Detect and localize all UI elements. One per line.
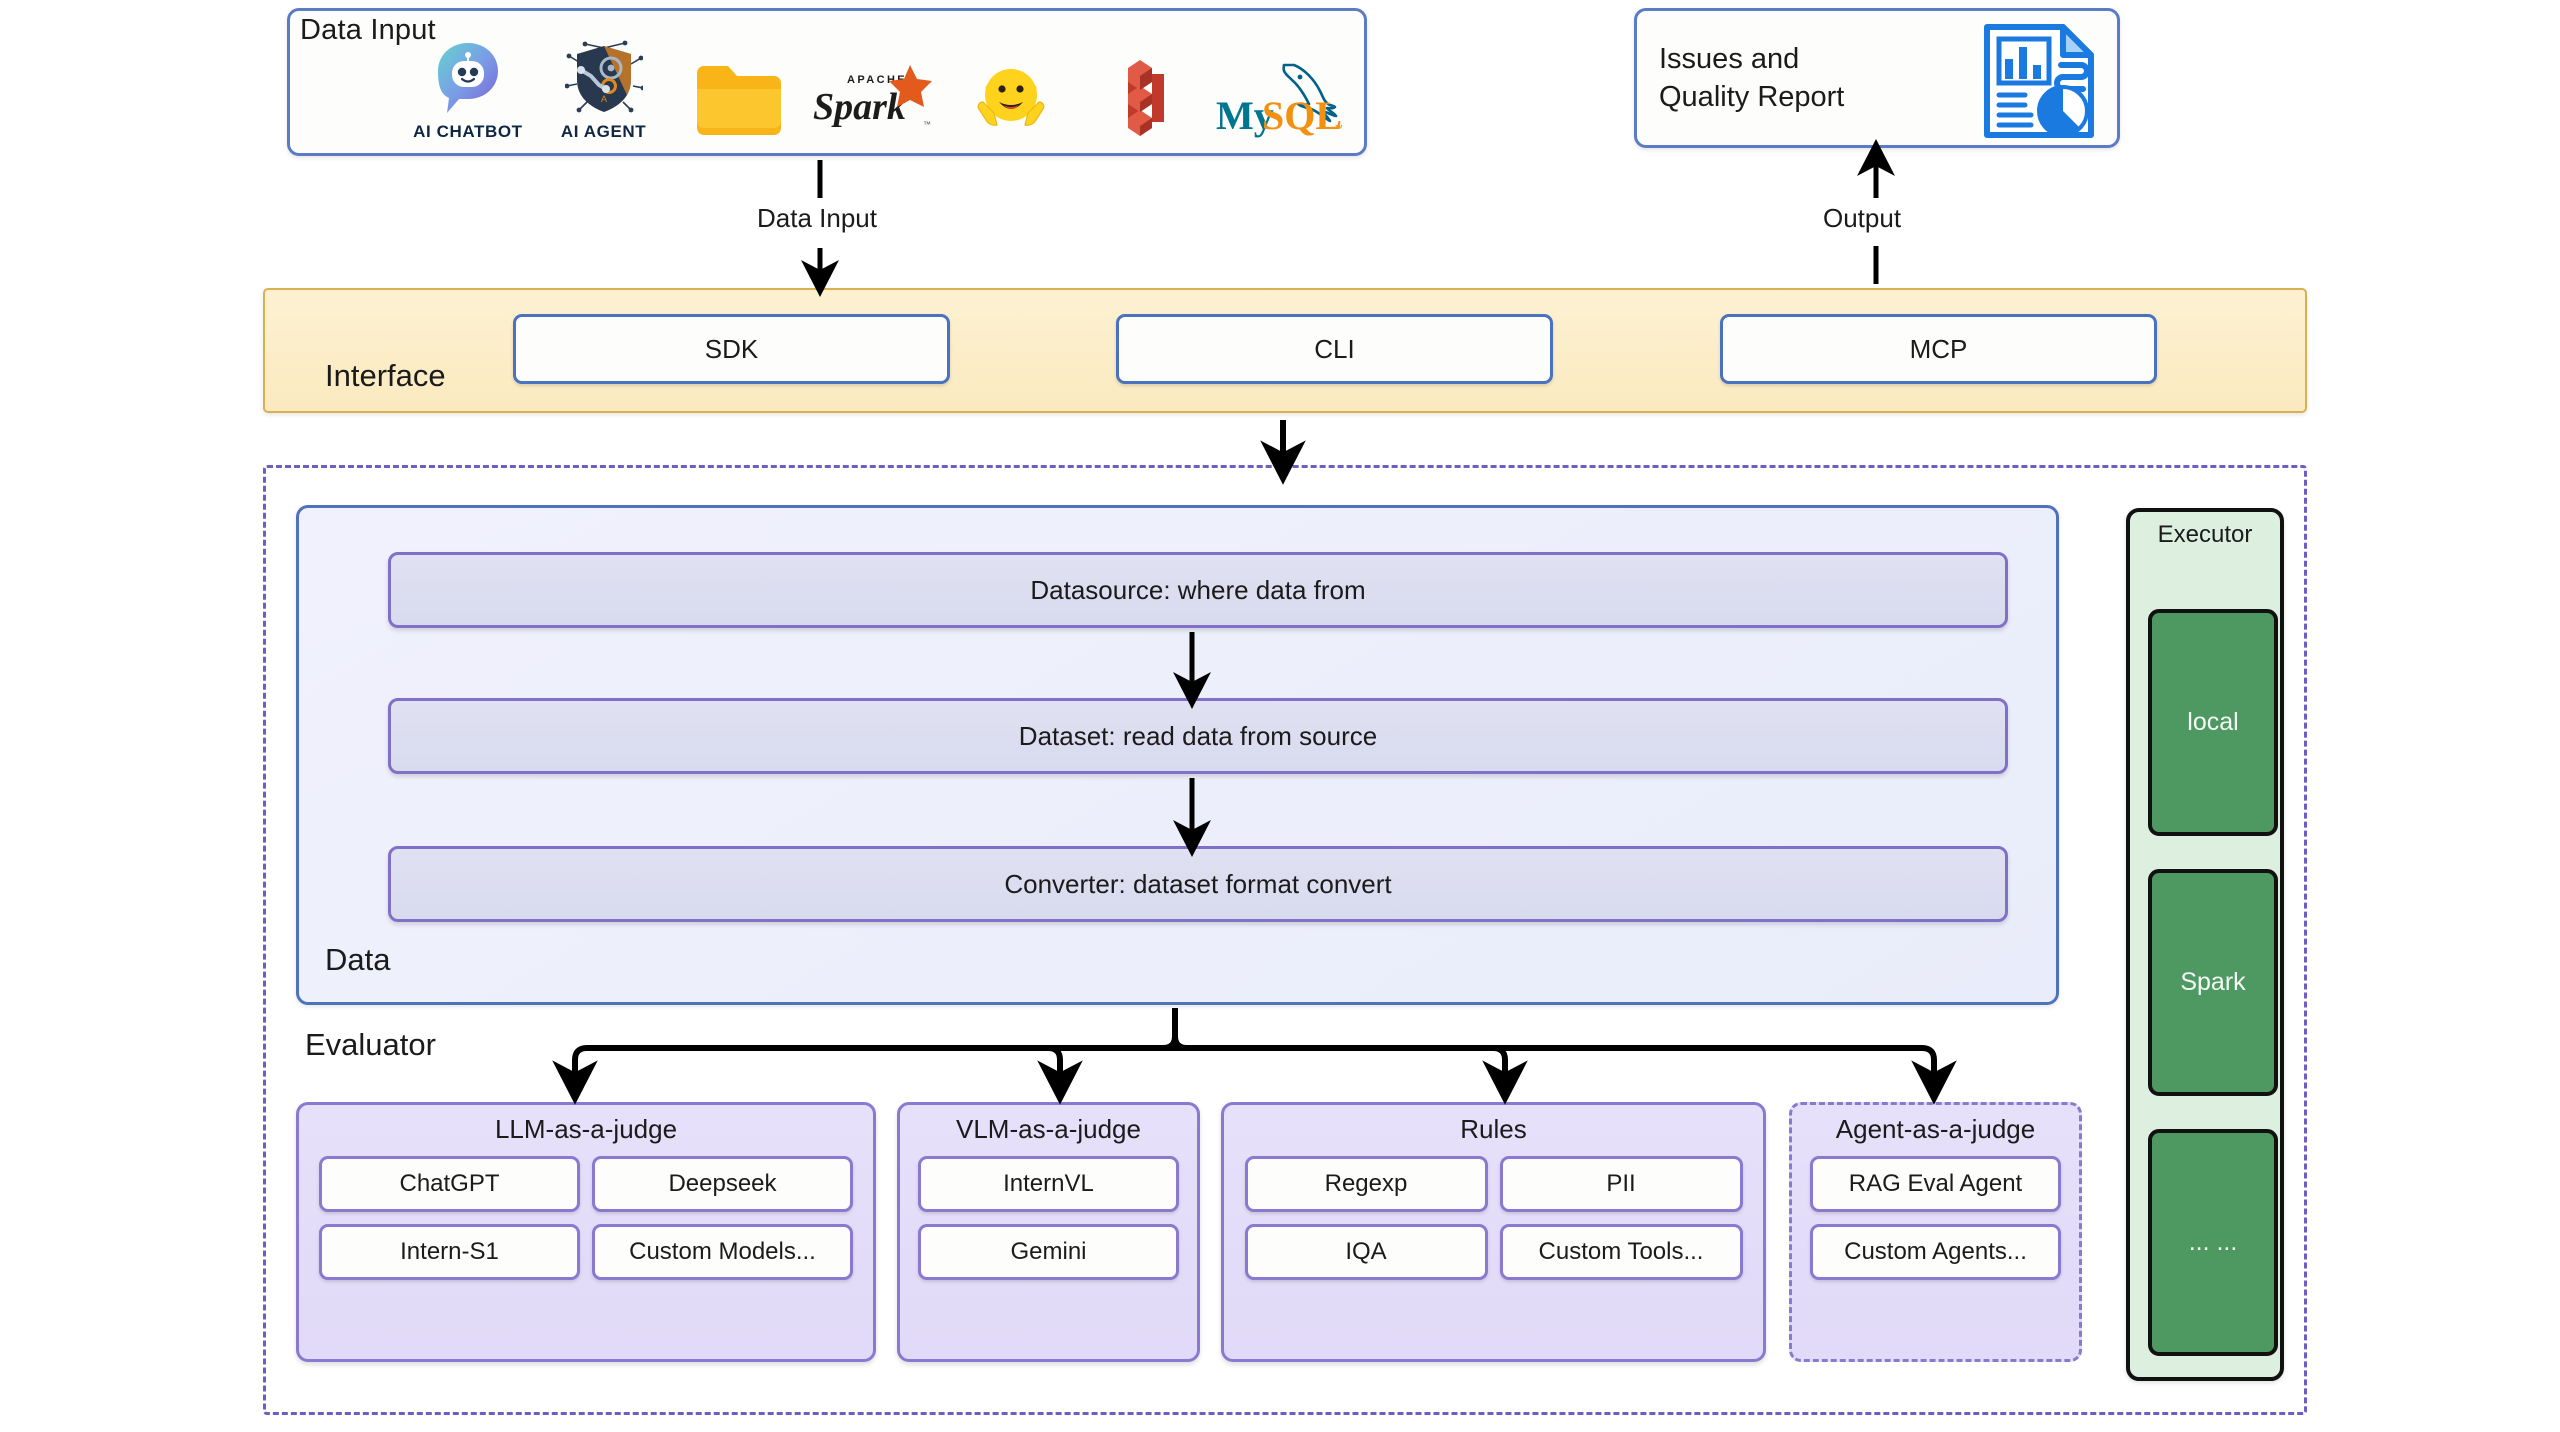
data-source-folder [671, 30, 807, 142]
data-input-title: Data Input [300, 14, 436, 46]
report-label: Issues and Quality Report [1659, 42, 1845, 113]
executor-item-more[interactable]: ... ... [2148, 1129, 2278, 1356]
data-panel-label: Data [325, 942, 391, 977]
evaluator-group-items: Regexp PII IQA Custom Tools... [1224, 1156, 1763, 1294]
evaluator-group-rules: Rules Regexp PII IQA Custom Tools... [1221, 1102, 1766, 1362]
interface-button-mcp[interactable]: MCP [1720, 314, 2157, 384]
ai-agent-icon: A [564, 36, 643, 120]
eval-item-regexp[interactable]: Regexp [1244, 1156, 1488, 1212]
eval-item-chatgpt[interactable]: ChatGPT [319, 1156, 580, 1212]
data-input-icon-strip: AI CHATBOT [400, 30, 1350, 142]
evaluator-group-title: VLM-as-a-judge [956, 1114, 1141, 1144]
data-row-dataset[interactable]: Dataset: read data from source [388, 698, 2008, 774]
eval-item-rag-eval-agent[interactable]: RAG Eval Agent [1810, 1156, 2061, 1212]
data-source-redshift [1079, 30, 1215, 142]
executor-item-spark[interactable]: Spark [2148, 869, 2278, 1096]
interface-label: Interface [325, 358, 446, 393]
ai-chatbot-icon [433, 36, 503, 120]
executor-panel: Executor local Spark ... ... [2126, 508, 2284, 1381]
report-chart-document-icon [1979, 23, 2099, 144]
evaluator-group-vlm-as-a-judge: VLM-as-a-judge InternVL Gemini [897, 1102, 1200, 1362]
interface-button-cli[interactable]: CLI [1116, 314, 1553, 384]
ai-chatbot-caption: AI CHATBOT [413, 122, 523, 141]
executor-label: Executor [2157, 521, 2253, 548]
evaluator-group-title: Agent-as-a-judge [1835, 1114, 2036, 1144]
evaluator-group-agent-as-a-judge: Agent-as-a-judge RAG Eval Agent Custom A… [1789, 1102, 2082, 1362]
evaluator-group-title: LLM-as-a-judge [494, 1114, 678, 1144]
evaluator-group-items: InternVL Gemini [900, 1156, 1197, 1294]
folder-icon [691, 56, 787, 140]
data-row-datasource[interactable]: Datasource: where data from [388, 552, 2008, 628]
executor-item-local[interactable]: local [2148, 609, 2278, 836]
amazon-redshift-logo [1103, 56, 1189, 140]
connector-label-output: Output [1823, 203, 1902, 233]
svg-text:Spark: Spark [813, 86, 906, 128]
eval-item-intern-s1[interactable]: Intern-S1 [319, 1224, 580, 1280]
svg-text:APACHE: APACHE [847, 74, 907, 86]
data-source-ai-agent: A AI AGENT [536, 30, 672, 142]
data-source-mysql: My SQL ™ [1214, 30, 1350, 142]
connector-label-data-input: Data Input [757, 203, 877, 233]
data-source-spark: APACHE Spark ™ [807, 30, 943, 142]
eval-item-pii[interactable]: PII [1499, 1156, 1743, 1212]
apache-spark-logo: APACHE Spark ™ [811, 56, 939, 140]
svg-text:™: ™ [1334, 123, 1343, 133]
svg-text:A: A [601, 94, 607, 104]
data-source-huggingface [943, 30, 1079, 142]
evaluator-group-llm-as-a-judge: LLM-as-a-judge ChatGPT Deepseek Intern-S… [296, 1102, 876, 1362]
svg-text:™: ™ [923, 120, 931, 129]
eval-item-iqa[interactable]: IQA [1244, 1224, 1488, 1280]
evaluator-group-title: Rules [1460, 1114, 1527, 1144]
eval-item-custom-agents[interactable]: Custom Agents... [1810, 1224, 2061, 1280]
eval-item-deepseek[interactable]: Deepseek [592, 1156, 853, 1212]
svg-text:My: My [1216, 93, 1274, 138]
eval-item-custom-tools[interactable]: Custom Tools... [1499, 1224, 1743, 1280]
evaluator-group-items: ChatGPT Deepseek Intern-S1 Custom Models… [299, 1156, 873, 1294]
evaluator-label: Evaluator [305, 1027, 436, 1062]
evaluator-group-items: RAG Eval Agent Custom Agents... [1792, 1156, 2079, 1294]
data-row-converter[interactable]: Converter: dataset format convert [388, 846, 2008, 922]
ai-agent-caption: AI AGENT [560, 122, 647, 141]
eval-item-gemini[interactable]: Gemini [918, 1224, 1179, 1280]
eval-item-custom-models[interactable]: Custom Models... [592, 1224, 853, 1280]
data-source-ai-chatbot: AI CHATBOT [400, 30, 536, 142]
issues-quality-report-box: Issues and Quality Report [1634, 8, 2120, 148]
interface-button-sdk[interactable]: SDK [513, 314, 950, 384]
hugging-face-icon [972, 56, 1050, 140]
svg-text:SQL: SQL [1262, 93, 1342, 138]
mysql-logo: My SQL ™ [1216, 56, 1348, 140]
eval-item-internvl[interactable]: InternVL [918, 1156, 1179, 1212]
